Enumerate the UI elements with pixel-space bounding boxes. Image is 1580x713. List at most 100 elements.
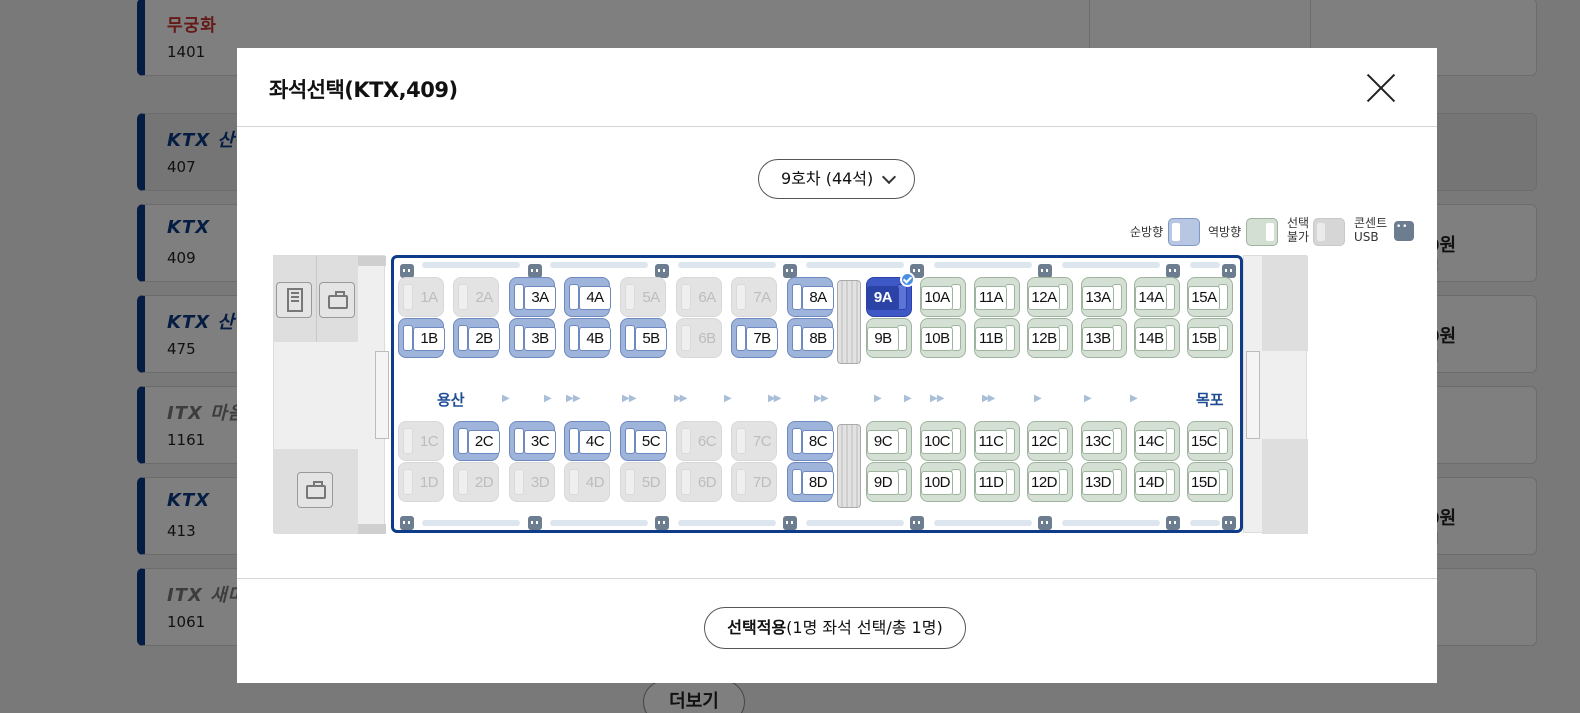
seat-2c[interactable]: 2C xyxy=(453,421,500,461)
seat-15a[interactable]: 15A xyxy=(1187,277,1233,317)
chevron-down-icon xyxy=(881,169,897,185)
seat-9c[interactable]: 9C xyxy=(866,421,912,461)
seat-6c: 6C xyxy=(676,421,722,461)
direction-arrow-icon: ▶ xyxy=(502,393,510,404)
seat-10c[interactable]: 10C xyxy=(920,421,966,461)
direction-arrow-icon: ▶ xyxy=(544,393,552,404)
seat-4c[interactable]: 4C xyxy=(564,421,611,461)
seat-9d[interactable]: 9D xyxy=(866,462,912,502)
seat-4b[interactable]: 4B xyxy=(564,318,611,358)
luggage-rail xyxy=(550,520,648,526)
seat-14c[interactable]: 14C xyxy=(1134,421,1180,461)
seat-7b[interactable]: 7B xyxy=(731,318,778,358)
seat-13c[interactable]: 13C xyxy=(1081,421,1127,461)
seat-12a[interactable]: 12A xyxy=(1027,277,1073,317)
seat-4a[interactable]: 4A xyxy=(564,277,611,317)
seat-13a[interactable]: 13A xyxy=(1081,277,1127,317)
seat-number: 2C xyxy=(468,430,500,454)
seat-2b[interactable]: 2B xyxy=(453,318,500,358)
seat-8b[interactable]: 8B xyxy=(787,318,834,358)
legend-forward-label: 순방향 xyxy=(1130,225,1164,239)
luggage-rail xyxy=(934,520,1032,526)
close-icon[interactable] xyxy=(1365,72,1397,104)
seat-11b[interactable]: 11B xyxy=(974,318,1020,358)
outlet-icon xyxy=(1166,516,1180,530)
outlet-icon xyxy=(400,264,414,278)
seat-number: 9B xyxy=(867,327,899,351)
seat-11c[interactable]: 11C xyxy=(974,421,1020,461)
luggage-rail xyxy=(550,262,648,268)
seat-number: 4D xyxy=(585,474,605,491)
seat-12d[interactable]: 12D xyxy=(1027,462,1073,502)
seat-number: 15D xyxy=(1188,471,1220,495)
seat-15c[interactable]: 15C xyxy=(1187,421,1233,461)
outlet-icon xyxy=(1222,516,1236,530)
seat-1c: 1C xyxy=(398,421,444,461)
seat-5c[interactable]: 5C xyxy=(620,421,667,461)
seat-number: 10B xyxy=(921,327,953,351)
seat-number: 8B xyxy=(802,327,834,351)
seat-number: 1B xyxy=(413,327,445,351)
seat-10a[interactable]: 10A xyxy=(920,277,966,317)
seat-number: 15A xyxy=(1188,286,1220,310)
seat-12c[interactable]: 12C xyxy=(1027,421,1073,461)
outlet-icon xyxy=(528,516,542,530)
seat-13d[interactable]: 13D xyxy=(1081,462,1127,502)
luggage-rail xyxy=(934,262,1032,268)
car-select-dropdown[interactable]: 9호차 (44석) xyxy=(758,159,915,199)
seat-15d[interactable]: 15D xyxy=(1187,462,1233,502)
seat-3c[interactable]: 3C xyxy=(509,421,556,461)
seat-9b[interactable]: 9B xyxy=(866,318,912,358)
luggage-rail xyxy=(806,520,904,526)
seat-7a: 7A xyxy=(731,277,777,317)
seat-number: 13D xyxy=(1082,471,1114,495)
outlet-icon xyxy=(655,264,669,278)
seat-15b[interactable]: 15B xyxy=(1187,318,1233,358)
seat-5b[interactable]: 5B xyxy=(620,318,667,358)
seat-number: 2A xyxy=(475,289,493,306)
seat-4d: 4D xyxy=(564,462,610,502)
apply-selection-button[interactable]: 선택적용(1명 좌석 선택/총 1명) xyxy=(704,607,966,649)
forward-seat-icon xyxy=(1168,218,1200,246)
seat-8a[interactable]: 8A xyxy=(787,277,834,317)
direction-arrow-icon: ▶ ▶ xyxy=(930,393,944,404)
seat-9a[interactable]: 9A xyxy=(866,272,915,317)
seat-number: 7B xyxy=(746,327,778,351)
luggage-rail xyxy=(1062,262,1160,268)
direction-arrow-icon: ▶▶ xyxy=(674,393,687,404)
luggage-rail xyxy=(806,262,904,268)
seat-1d: 1D xyxy=(398,462,444,502)
modal-header: 좌석선택(KTX,409) xyxy=(237,48,1437,127)
seat-number: 8D xyxy=(802,471,834,495)
seat-number: 3D xyxy=(530,474,550,491)
seat-7d: 7D xyxy=(731,462,777,502)
door-left xyxy=(375,351,389,439)
seat-3b[interactable]: 3B xyxy=(509,318,556,358)
seat-5d: 5D xyxy=(620,462,666,502)
seat-3a[interactable]: 3A xyxy=(509,277,556,317)
outlet-icon xyxy=(1038,516,1052,530)
seat-8c[interactable]: 8C xyxy=(787,421,834,461)
seat-13b[interactable]: 13B xyxy=(1081,318,1127,358)
seat-number: 2D xyxy=(474,474,494,491)
seat-10b[interactable]: 10B xyxy=(920,318,966,358)
seat-11d[interactable]: 11D xyxy=(974,462,1020,502)
outlet-icon xyxy=(1222,264,1236,278)
seat-14a[interactable]: 14A xyxy=(1134,277,1180,317)
direction-arrow-icon: ▶ xyxy=(874,393,882,404)
seat-12b[interactable]: 12B xyxy=(1027,318,1073,358)
seat-14b[interactable]: 14B xyxy=(1134,318,1180,358)
seat-14d[interactable]: 14D xyxy=(1134,462,1180,502)
seat-table xyxy=(837,424,861,508)
seat-11a[interactable]: 11A xyxy=(974,277,1020,317)
seat-3d: 3D xyxy=(509,462,555,502)
direction-arrow-icon: ▶ xyxy=(724,393,732,404)
seat-8d[interactable]: 8D xyxy=(787,462,834,502)
seat-number: 12B xyxy=(1028,327,1060,351)
seat-number: 5C xyxy=(635,430,667,454)
direction-arrow-icon: ▶ xyxy=(1084,393,1092,404)
seat-10d[interactable]: 10D xyxy=(920,462,966,502)
seat-1b[interactable]: 1B xyxy=(398,318,445,358)
